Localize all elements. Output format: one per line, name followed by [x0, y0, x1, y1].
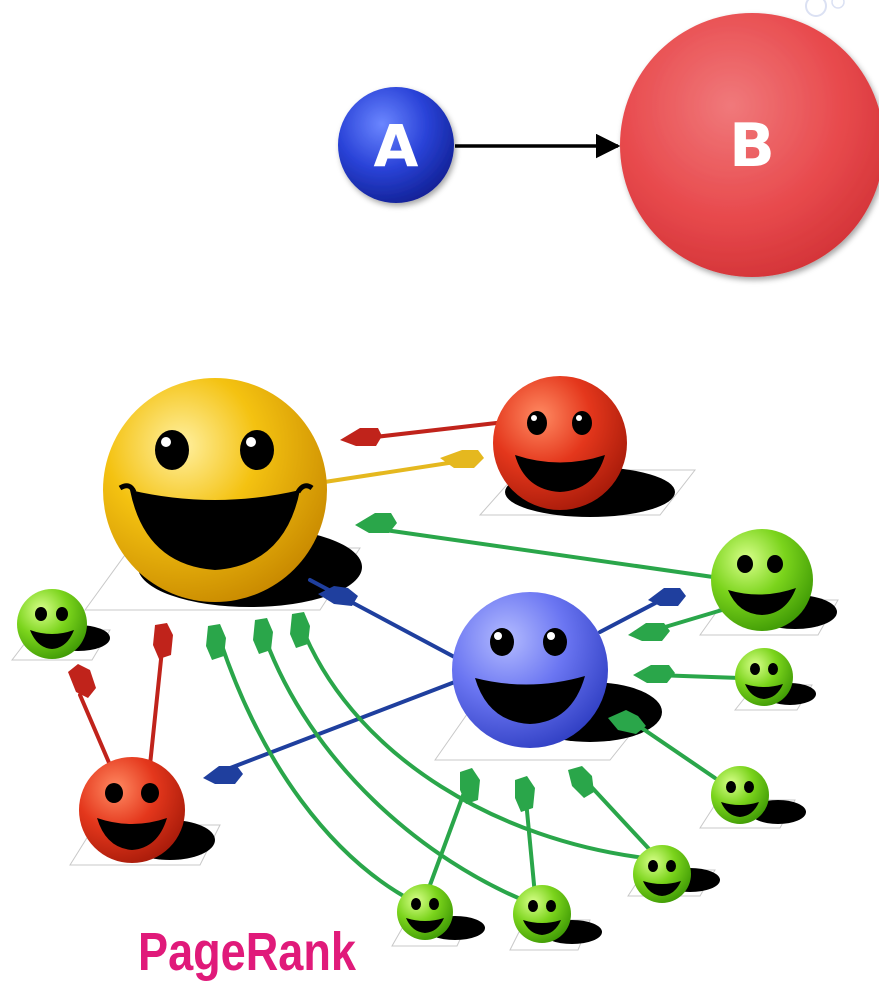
pointer-links — [78, 420, 742, 907]
hand-green-2 — [628, 623, 670, 641]
hand-green-4 — [608, 710, 646, 734]
smiley-red-bottom — [79, 757, 185, 863]
link-blue-to-red — [223, 678, 462, 772]
node-b: B — [620, 13, 879, 277]
link-arc-3 — [303, 633, 647, 860]
link-bottom-to-blue-1 — [428, 788, 467, 887]
hand-green-7 — [290, 612, 310, 648]
hand-green-8 — [460, 768, 480, 804]
hand-blue-3 — [203, 766, 243, 784]
smiley-green-bottom-2 — [513, 885, 571, 943]
corner-decoration — [805, 0, 845, 17]
link-arc-2 — [263, 636, 537, 907]
hand-green-10 — [568, 766, 594, 798]
link-diagram: A B — [338, 0, 879, 277]
node-b-label: B — [729, 111, 775, 181]
link-bottom-to-blue-3 — [583, 778, 652, 852]
hand-green-6 — [253, 618, 273, 654]
hand-red-1 — [340, 428, 382, 446]
hand-yellow — [440, 450, 484, 468]
link-red-to-yellow — [373, 420, 507, 439]
hand-green-1 — [355, 513, 397, 533]
hand-red-2 — [68, 664, 96, 698]
smiley-green-bottom-right — [633, 845, 691, 903]
link-blue-to-green — [598, 596, 667, 634]
link-red-up-2 — [148, 648, 164, 767]
hand-green-5 — [206, 624, 226, 660]
hand-blue-1 — [318, 586, 358, 606]
node-a: A — [338, 87, 454, 203]
smiley-green-mid-right — [735, 648, 793, 706]
pagerank-wordmark: PageRank — [138, 922, 357, 982]
link-red-up-1 — [78, 693, 112, 767]
smiley-green-right — [711, 529, 813, 631]
node-a-label: A — [374, 112, 419, 180]
hand-green-9 — [515, 776, 535, 812]
smiley-red-top — [493, 376, 627, 510]
hand-blue-2 — [648, 588, 686, 606]
smiley-yellow-large — [103, 378, 327, 602]
pointer-hands — [68, 428, 686, 812]
hand-red-3 — [153, 623, 173, 659]
smiley-green-bottom-1 — [397, 884, 453, 940]
smiley-green-left — [17, 589, 87, 659]
smiley-green-lower-right — [711, 766, 769, 824]
hand-green-3 — [633, 665, 675, 683]
link-green-to-blue-3 — [628, 718, 717, 780]
pagerank-illustration: PageRank — [10, 376, 839, 982]
link-arc-1 — [218, 638, 422, 907]
link-yellow-to-red — [316, 460, 457, 485]
smiley-blue — [452, 592, 608, 748]
link-green-to-yellow — [383, 528, 722, 580]
